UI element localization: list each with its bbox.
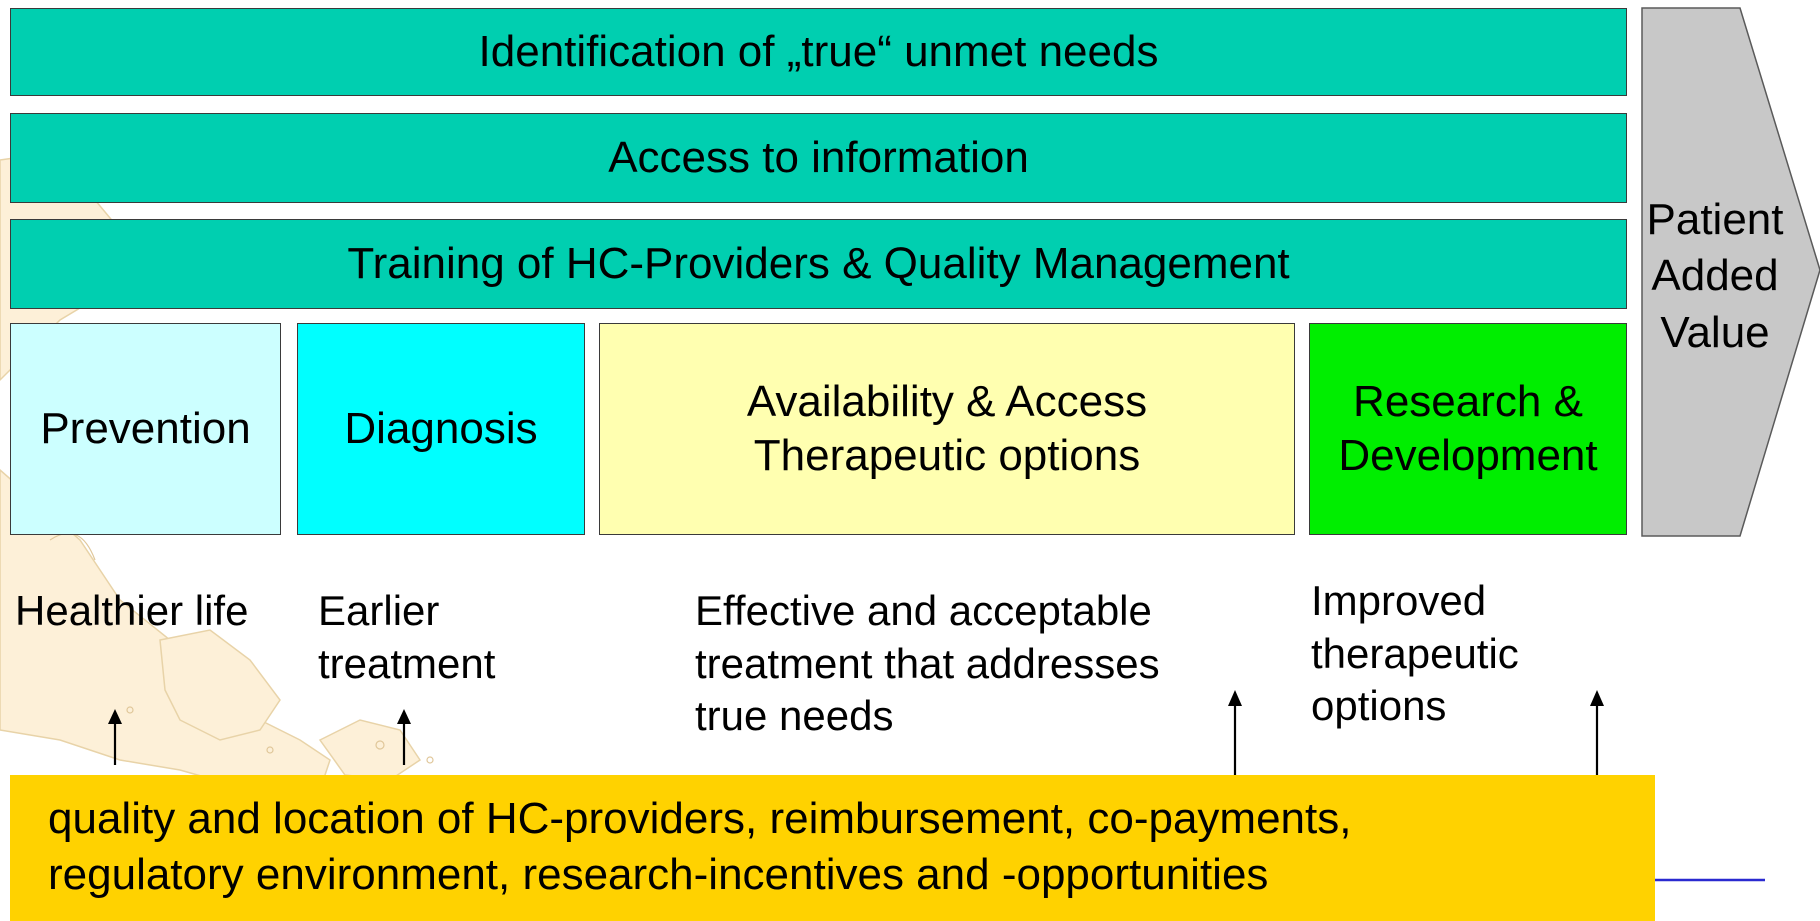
outcome-effective-line3: true needs	[695, 692, 894, 739]
band-training-label: Training of HC-Providers & Quality Manag…	[347, 239, 1290, 288]
stage-diagnosis: Diagnosis	[297, 323, 585, 535]
stage-prevention-label: Prevention	[40, 404, 251, 454]
stage-prevention: Prevention	[10, 323, 281, 535]
footer-line1: quality and location of HC-providers, re…	[48, 794, 1352, 843]
outcome-earlier-line1: Earlier	[318, 587, 440, 634]
outcome-effective-line1: Effective and acceptable	[695, 587, 1152, 634]
stage-availability-line2: Therapeutic options	[753, 431, 1141, 480]
outcome-improved-line3: options	[1311, 682, 1447, 729]
outcome-healthier-life-text: Healthier life	[15, 587, 249, 634]
outcome-earlier-line2: treatment	[318, 639, 496, 687]
band-access-information-label: Access to information	[608, 133, 1029, 182]
band-training: Training of HC-Providers & Quality Manag…	[10, 219, 1627, 309]
outcome-effective-line2: treatment that addresses	[695, 639, 1160, 687]
outcome-effective-treatment: Effective and acceptable treatment that …	[695, 585, 1160, 743]
stage-research-line2: Development	[1338, 431, 1598, 480]
outcome-improved-line1: Improved	[1311, 577, 1487, 624]
stage-availability-line1: Availability & Access	[746, 377, 1148, 427]
outcome-earlier-treatment: Earlier treatment	[318, 585, 495, 690]
footer-line2: regulatory environment, research-incenti…	[48, 850, 1269, 900]
patient-added-value-label: Patient Added Value	[1640, 192, 1790, 361]
band-identification: Identification of „true“ unmet needs	[10, 8, 1627, 96]
pav-line3: Value	[1660, 307, 1770, 357]
stage-diagnosis-label: Diagnosis	[344, 404, 538, 454]
stage-research-development: Research & Development	[1309, 323, 1627, 535]
outcome-improved-options: Improved therapeutic options	[1311, 575, 1519, 733]
stage-availability-access: Availability & Access Therapeutic option…	[599, 323, 1295, 535]
band-identification-label: Identification of „true“ unmet needs	[478, 27, 1159, 76]
band-access-information: Access to information	[10, 113, 1627, 203]
pav-line2: Added	[1651, 251, 1779, 301]
outcome-improved-line2: therapeutic	[1311, 629, 1519, 677]
pav-line1: Patient	[1646, 195, 1784, 244]
outcome-healthier-life: Healthier life	[15, 585, 248, 638]
footer-factors-box: quality and location of HC-providers, re…	[10, 775, 1655, 921]
stage-research-line1: Research &	[1353, 377, 1583, 427]
